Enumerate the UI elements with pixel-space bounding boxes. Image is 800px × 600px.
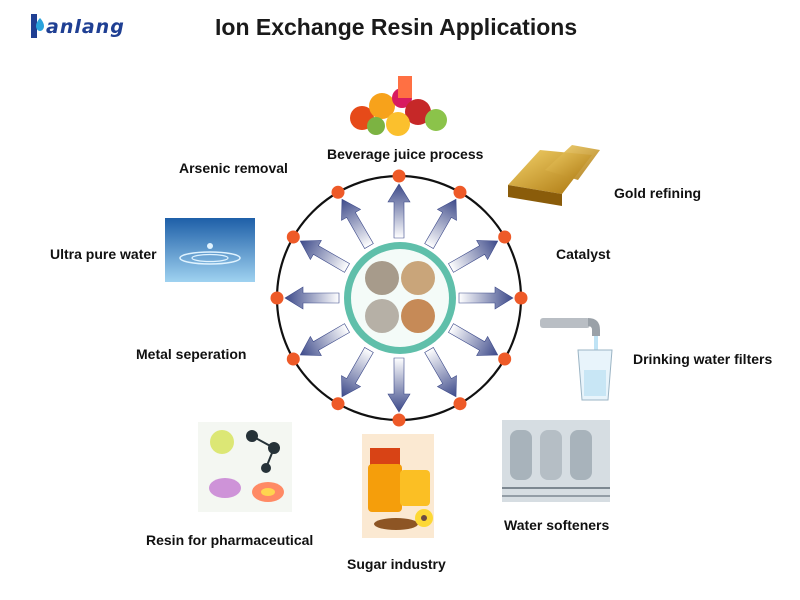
label-ultra-pure-water: Ultra pure water [50,246,157,262]
arrow [458,286,514,310]
arrow [299,323,350,356]
ring-node [270,291,284,305]
arrow [341,347,374,398]
honey-jar-icon [362,434,434,538]
ring-node [331,397,345,411]
ring-node [498,230,512,244]
ring-node [453,397,467,411]
resin-dish-icon [344,242,456,354]
arrow [448,240,499,273]
label-arsenic: Arsenic removal [179,160,288,176]
gold-bar-icon [508,145,600,206]
ring-node [453,185,467,199]
label-metal: Metal seperation [136,346,247,362]
arrow [341,198,374,249]
ring-node [286,230,300,244]
arrow [448,323,499,356]
label-pharma: Resin for pharmaceutical [146,532,314,548]
ring-node [514,291,528,305]
company-logo: anlang [28,8,148,44]
ring-node [498,352,512,366]
ring-node [331,185,345,199]
drop-logo-icon [31,14,44,38]
ring-node [392,169,406,183]
page-title: Ion Exchange Resin Applications [215,14,578,40]
ring-node [392,413,406,427]
arrow [387,183,411,239]
label-drinking: Drinking water filters [633,351,773,367]
arrow-group [284,183,514,413]
faucet-glass-icon [540,318,613,401]
fruit-icon [350,76,447,136]
label-sugar: Sugar industry [347,556,446,572]
arrow [387,357,411,413]
label-softeners: Water softeners [504,517,610,533]
molecule-pills-icon [198,422,292,512]
label-catalyst: Catalyst [556,246,611,262]
arrow [424,198,457,249]
industrial-tanks-icon [502,420,610,502]
node-group [270,169,528,427]
arrow [424,347,457,398]
water-splash-icon [165,218,255,282]
label-gold: Gold refining [614,185,702,201]
label-beverage: Beverage juice process [327,146,484,162]
arrow [284,286,340,310]
logo-text: anlang [46,16,125,38]
arrow [299,240,350,273]
ring-node [286,352,300,366]
